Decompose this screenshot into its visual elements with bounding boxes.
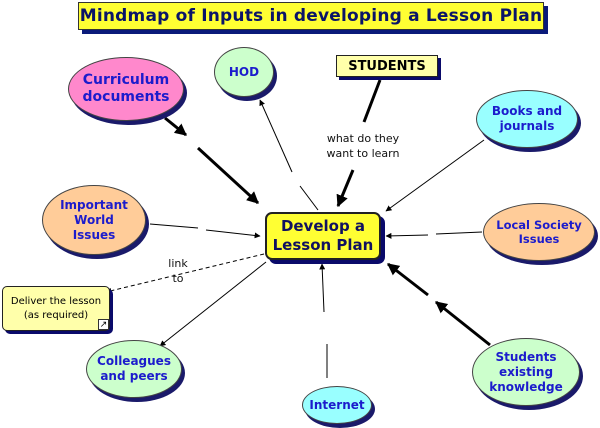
node-world-line1: Important bbox=[60, 197, 128, 212]
edge-students bbox=[362, 79, 382, 123]
page-title: Mindmap of Inputs in developing a Lesson… bbox=[78, 2, 544, 30]
node-hod[interactable]: HOD bbox=[214, 47, 274, 97]
edge-label-students-line1: what do they bbox=[326, 132, 400, 145]
node-deliver[interactable]: Deliver the lesson (as required) ↗ bbox=[2, 286, 110, 331]
title-text: Mindmap of Inputs in developing a Lesson… bbox=[79, 6, 543, 26]
shortcut-arrow-icon[interactable]: ↗ bbox=[98, 319, 109, 330]
node-curriculum-line2: documents bbox=[82, 89, 170, 105]
edge-colleagues bbox=[159, 261, 267, 347]
node-knowledge[interactable]: Students existing knowledge bbox=[472, 338, 580, 406]
edge-hod-b bbox=[299, 185, 319, 211]
node-internet-line1: Internet bbox=[309, 397, 365, 412]
node-curriculum-line1: Curriculum bbox=[82, 71, 170, 88]
edge-label-link: link to bbox=[160, 257, 196, 287]
node-deliver-line1: Deliver the lesson bbox=[10, 296, 102, 307]
node-books-line2: journals bbox=[499, 119, 555, 133]
node-world-line2: World bbox=[74, 212, 114, 227]
edge-hod bbox=[259, 99, 293, 173]
edge-books bbox=[385, 139, 485, 212]
edge-label-students-line2: want to learn bbox=[326, 146, 400, 160]
node-books-line1: Books and bbox=[491, 104, 563, 118]
center-node-line2: Lesson Plan bbox=[272, 236, 374, 254]
edge-curriculum-b bbox=[196, 146, 260, 205]
node-deliver-line2: (as required) bbox=[23, 309, 89, 321]
center-node-line1: Develop a bbox=[280, 217, 366, 236]
node-knowledge-line3: knowledge bbox=[489, 379, 563, 394]
edge-students-b bbox=[336, 169, 355, 208]
edge-local-b bbox=[385, 232, 429, 239]
edge-world bbox=[149, 223, 199, 229]
edge-label-students: what do they want to learn bbox=[315, 132, 411, 162]
node-local-line2: Issues bbox=[518, 232, 560, 246]
node-curriculum[interactable]: Curriculum documents bbox=[68, 57, 184, 121]
node-world-line3: Issues bbox=[72, 227, 116, 242]
edge-curriculum bbox=[164, 116, 187, 137]
node-internet[interactable]: Internet bbox=[302, 386, 372, 424]
node-knowledge-line2: existing bbox=[498, 364, 554, 379]
node-colleagues-line1: Colleagues bbox=[97, 354, 171, 368]
edge-world-b bbox=[205, 229, 261, 239]
edge-knowledge bbox=[435, 300, 491, 347]
node-hod-line1: HOD bbox=[228, 64, 260, 79]
node-local-line1: Local Society bbox=[496, 217, 582, 232]
node-students-line1: STUDENTS bbox=[348, 58, 426, 74]
node-colleagues[interactable]: Colleagues and peers bbox=[86, 340, 182, 398]
edge-internet-b bbox=[319, 263, 326, 313]
edge-knowledge-b bbox=[387, 262, 429, 297]
edge-local bbox=[435, 231, 483, 235]
node-knowledge-line1: Students bbox=[495, 349, 557, 364]
node-local[interactable]: Local Society Issues bbox=[483, 203, 595, 261]
node-world[interactable]: Important World Issues bbox=[42, 185, 146, 255]
edge-label-link-line2: to bbox=[172, 271, 184, 285]
center-node[interactable]: Develop a Lesson Plan bbox=[265, 212, 381, 260]
node-books[interactable]: Books and journals bbox=[476, 90, 578, 148]
node-students[interactable]: STUDENTS bbox=[336, 55, 438, 77]
node-colleagues-line2: and peers bbox=[100, 369, 168, 383]
edge-label-link-line1: link bbox=[168, 257, 188, 270]
edge-link bbox=[105, 253, 265, 294]
